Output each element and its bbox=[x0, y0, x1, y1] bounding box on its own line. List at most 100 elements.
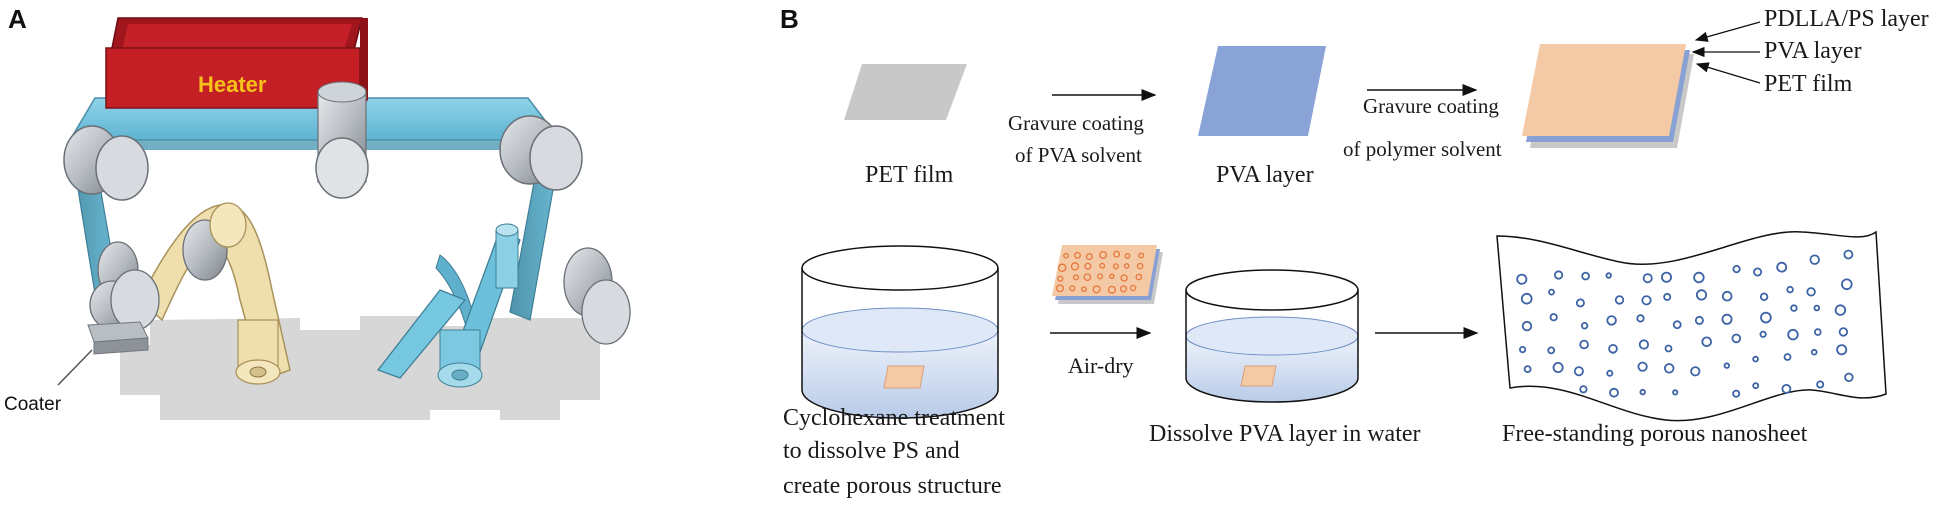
pore bbox=[1759, 292, 1769, 301]
pore bbox=[1580, 322, 1589, 330]
pore bbox=[1841, 278, 1853, 291]
pore bbox=[1074, 251, 1081, 259]
pore bbox=[1806, 287, 1816, 297]
pore bbox=[1834, 304, 1847, 316]
pore bbox=[1575, 298, 1585, 308]
freestanding-nanosheet bbox=[1496, 230, 1887, 422]
top-roller-right bbox=[499, 115, 583, 191]
floor-shadow bbox=[120, 316, 600, 420]
pore bbox=[1810, 348, 1818, 356]
pore bbox=[1085, 253, 1093, 261]
pore bbox=[1573, 366, 1584, 377]
pore bbox=[1783, 353, 1792, 361]
pore bbox=[1695, 289, 1708, 301]
pore bbox=[1547, 346, 1556, 355]
pore bbox=[1776, 261, 1788, 273]
pore bbox=[1608, 343, 1618, 354]
pore bbox=[1138, 252, 1145, 259]
pore bbox=[1752, 355, 1759, 363]
cyclohexane-beaker bbox=[801, 245, 999, 419]
pore bbox=[1721, 313, 1733, 325]
pore bbox=[1083, 273, 1092, 282]
blue-roller-bottom bbox=[437, 329, 483, 388]
pointer-pdlla-layer bbox=[1694, 21, 1761, 42]
pore bbox=[1816, 380, 1825, 389]
nanosheet-pores bbox=[1516, 249, 1854, 398]
pore bbox=[1723, 362, 1730, 369]
pore bbox=[1113, 250, 1121, 258]
pore bbox=[1519, 345, 1527, 354]
pore bbox=[1097, 273, 1104, 280]
panel-b: B PET film Gravure coating of PVA solven… bbox=[780, 4, 1929, 499]
pva-layer-label: PVA layer bbox=[1216, 162, 1314, 188]
pore bbox=[1732, 264, 1741, 274]
pore bbox=[1731, 333, 1742, 344]
pore bbox=[1786, 285, 1794, 294]
panel-a: A Heater bbox=[4, 4, 631, 420]
arrow2-line2: of polymer solvent bbox=[1343, 137, 1502, 161]
pore bbox=[1554, 270, 1564, 280]
pore bbox=[1701, 336, 1712, 348]
pore bbox=[1809, 254, 1820, 265]
bottom-roller-left bbox=[89, 241, 160, 331]
pore bbox=[1069, 285, 1076, 292]
pore bbox=[1548, 288, 1555, 296]
heater-label: Heater bbox=[198, 72, 267, 97]
pore bbox=[1813, 304, 1821, 312]
pore bbox=[1693, 271, 1705, 284]
pore bbox=[1107, 285, 1116, 294]
pore bbox=[1637, 361, 1648, 372]
pore bbox=[1523, 365, 1532, 374]
pore bbox=[1552, 361, 1564, 373]
pore bbox=[1732, 389, 1741, 398]
pore bbox=[1690, 366, 1701, 377]
pore bbox=[1838, 327, 1849, 337]
pore bbox=[1787, 328, 1799, 341]
pore bbox=[1129, 284, 1137, 292]
pore bbox=[1672, 389, 1679, 396]
arrow1-line2: of PVA solvent bbox=[1015, 143, 1142, 167]
pore bbox=[1579, 385, 1588, 394]
pore bbox=[1641, 295, 1652, 306]
pore bbox=[1109, 273, 1115, 280]
pore bbox=[1135, 273, 1143, 281]
pore bbox=[1579, 339, 1589, 350]
pore bbox=[1516, 273, 1528, 285]
pore bbox=[1760, 311, 1772, 324]
pore bbox=[1814, 328, 1822, 336]
heater: Heater bbox=[105, 17, 368, 109]
blue-roller-top bbox=[495, 223, 519, 289]
pore bbox=[1694, 315, 1704, 325]
cyclohexane-line2: to dissolve PS and bbox=[783, 438, 960, 464]
pore bbox=[1063, 252, 1069, 259]
cyclohexane-line3: create porous structure bbox=[783, 473, 1002, 499]
air-dry-label: Air-dry bbox=[1068, 353, 1134, 378]
pore bbox=[1081, 286, 1087, 293]
pore bbox=[1123, 263, 1130, 269]
pore bbox=[1606, 369, 1614, 377]
yellow-roller-bottom bbox=[235, 319, 281, 385]
pore bbox=[1124, 253, 1131, 259]
pore bbox=[1057, 263, 1067, 273]
arrow1-line1: Gravure coating bbox=[1008, 111, 1144, 135]
dissolve-beaker bbox=[1185, 269, 1359, 403]
pore bbox=[1092, 285, 1101, 294]
pore bbox=[1520, 292, 1533, 305]
pore bbox=[1099, 250, 1108, 259]
pore bbox=[1549, 313, 1558, 322]
pore bbox=[1119, 285, 1128, 293]
stack-label-bottom: PET film bbox=[1764, 71, 1853, 97]
coater-label: Coater bbox=[4, 394, 62, 415]
pore bbox=[1759, 330, 1767, 338]
pore bbox=[1112, 263, 1119, 270]
pore bbox=[1753, 267, 1763, 277]
pore bbox=[1639, 388, 1646, 396]
pore bbox=[1664, 344, 1673, 353]
pore bbox=[1609, 387, 1619, 398]
pva-layer-sheet bbox=[1198, 46, 1326, 136]
top-roller-left bbox=[63, 125, 149, 201]
panel-a-letter: A bbox=[8, 4, 27, 34]
pet-film-label: PET film bbox=[865, 162, 954, 188]
pore bbox=[1661, 271, 1673, 283]
pointer-pet-film bbox=[1695, 62, 1761, 84]
